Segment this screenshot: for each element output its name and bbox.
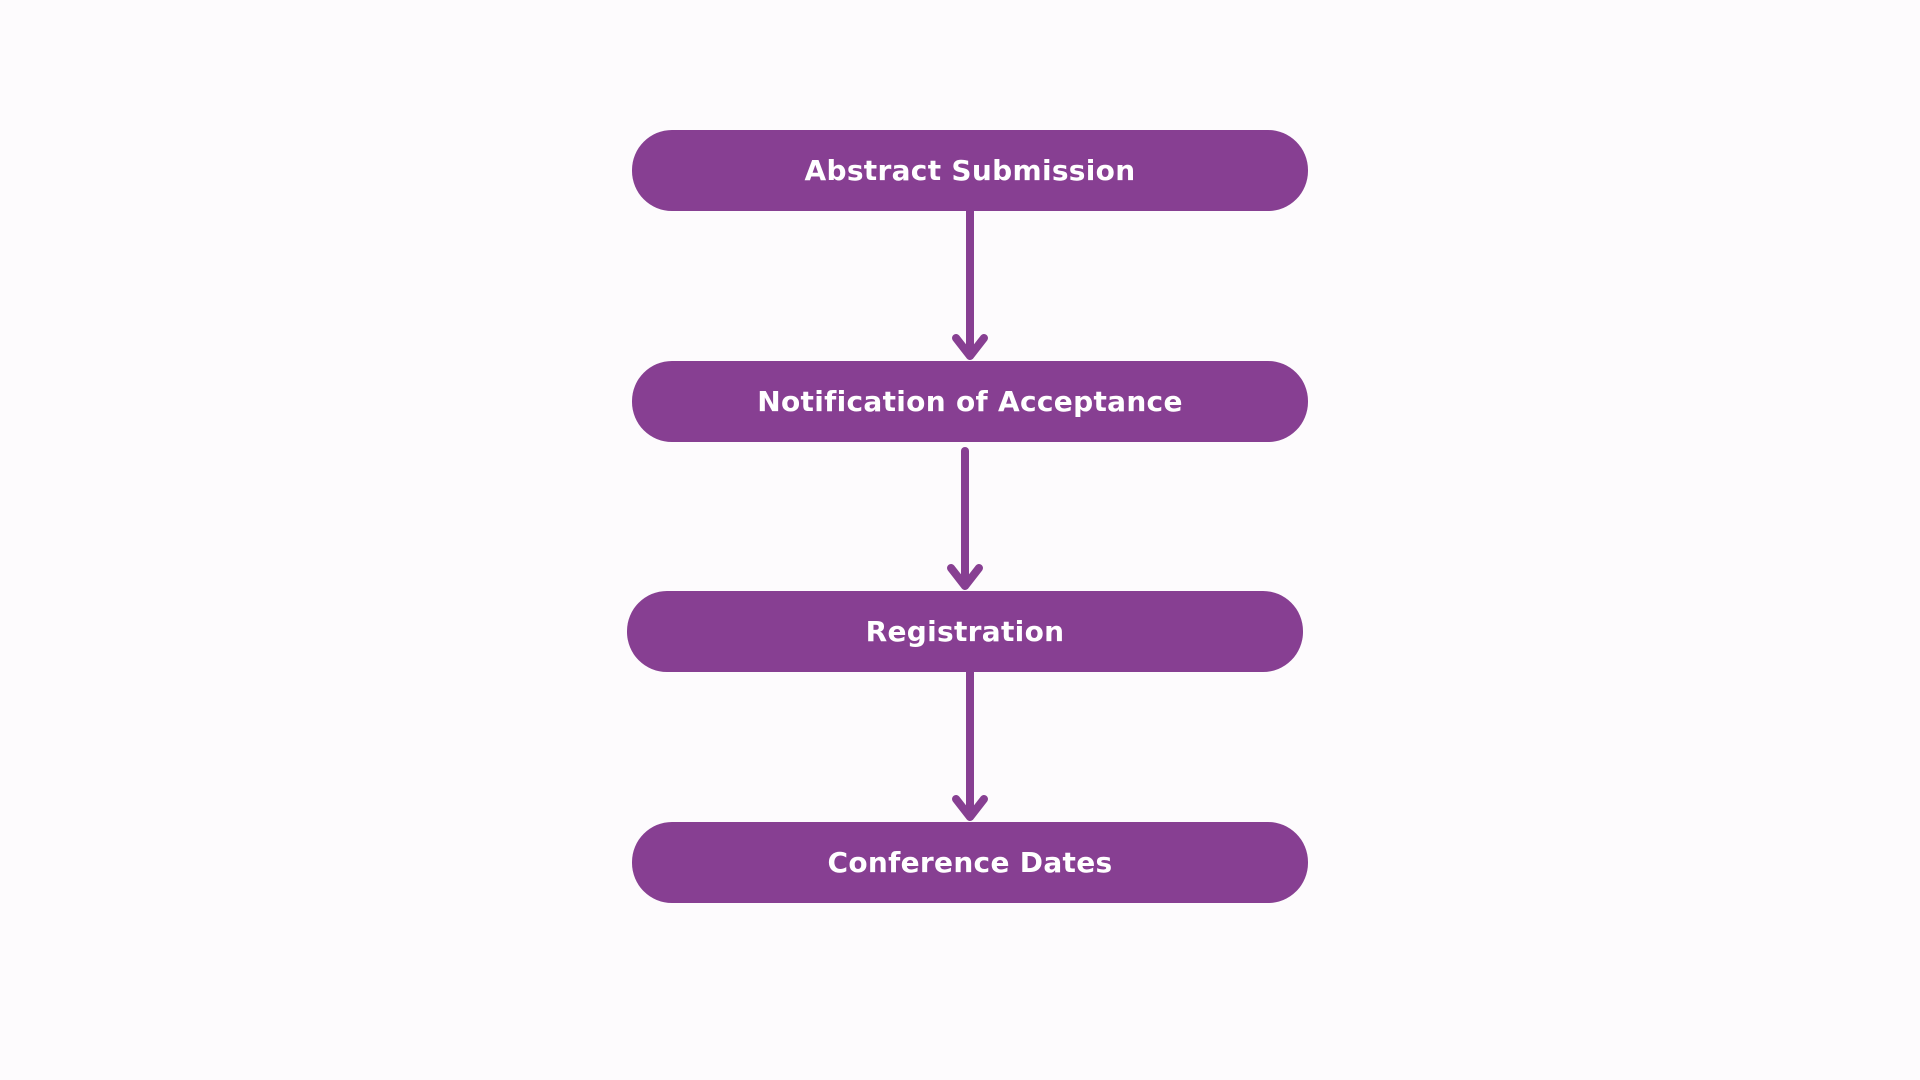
step-conference-dates: Conference Dates: [632, 822, 1308, 903]
arrow-1-to-2: [952, 207, 988, 360]
step-label: Abstract Submission: [804, 154, 1136, 187]
arrow-3-to-4: [952, 668, 988, 821]
step-registration: Registration: [627, 591, 1303, 672]
step-label: Conference Dates: [827, 846, 1113, 879]
step-label: Registration: [865, 615, 1065, 648]
step-notification-of-acceptance: Notification of Acceptance: [632, 361, 1308, 442]
step-label: Notification of Acceptance: [757, 385, 1183, 418]
arrow-2-to-3: [947, 447, 983, 590]
step-abstract-submission: Abstract Submission: [632, 130, 1308, 211]
